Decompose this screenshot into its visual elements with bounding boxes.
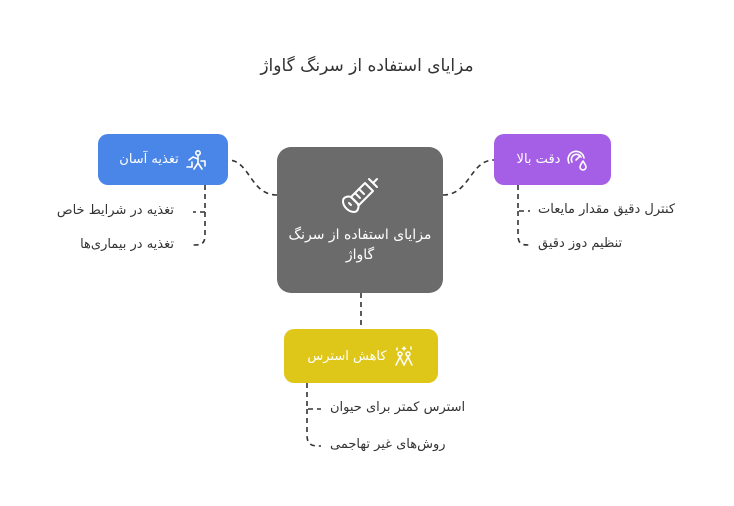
branch-stress: کاهش استرس — [284, 329, 438, 383]
syringe-icon — [339, 175, 381, 217]
diagram-title: مزایای استفاده از سرنگ گاواژ — [260, 56, 474, 76]
connector-center-easy — [227, 159, 278, 196]
center-node: مزایای استفاده از سرنگ گاواژ — [277, 147, 443, 293]
branch-easy-feeding: تغذیه آسان — [98, 134, 228, 185]
center-label: مزایای استفاده از سرنگ گاواژ — [288, 227, 432, 263]
precision-item-1: کنترل دقیق مقدار مایعات — [538, 202, 676, 217]
branch-precision: دقت بالا — [494, 134, 611, 185]
branch-easy-feeding-label: تغذیه آسان — [119, 152, 179, 167]
branch-precision-label: دقت بالا — [516, 152, 561, 167]
connector-easy-item-1 — [193, 185, 206, 213]
feeding-person-icon — [185, 149, 207, 171]
branch-stress-label: کاهش استرس — [307, 348, 387, 364]
stress-item-1: استرس کمتر برای حیوان — [330, 400, 466, 415]
gauge-drop-icon — [566, 149, 588, 171]
connector-precision-item-2 — [517, 211, 531, 246]
connector-easy-item-2 — [192, 212, 206, 246]
connector-center-precision — [442, 159, 495, 196]
stress-item-2: روش‌های غیر تهاجمی — [330, 437, 446, 452]
connector-stress-item-1 — [306, 383, 321, 410]
connector-precision-item-1 — [517, 185, 530, 212]
easy-feeding-item-1: تغذیه در شرایط خاص — [56, 203, 174, 218]
connector-stress-item-2 — [306, 409, 322, 447]
people-sparkle-icon — [393, 345, 415, 367]
easy-feeding-item-2: تغذیه در بیماری‌ها — [80, 237, 174, 252]
precision-item-2: تنظیم دوز دقیق — [538, 236, 623, 251]
